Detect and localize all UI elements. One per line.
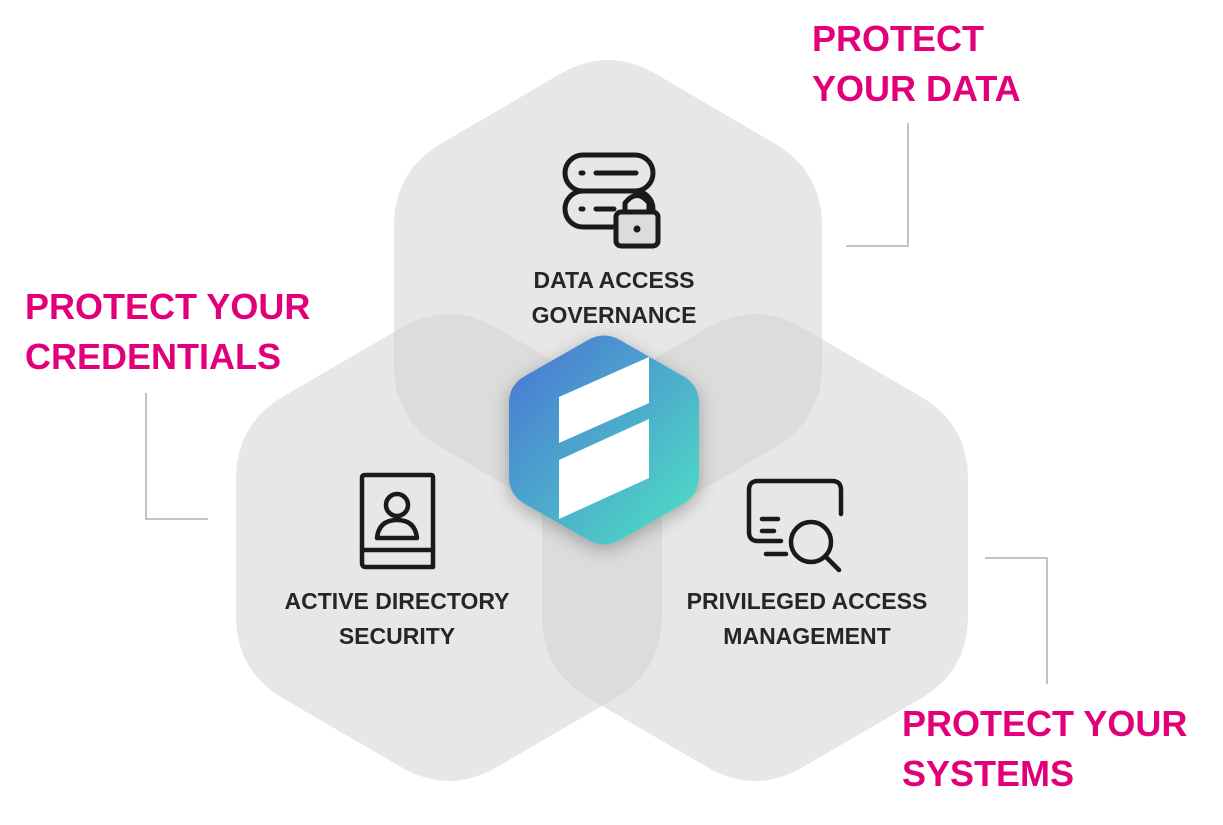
monitor-search-icon [746,478,844,573]
callout-protect-data: PROTECT YOUR DATA [812,14,1021,114]
label-data-access-line2: GOVERNANCE [531,302,697,328]
label-privileged-access-line2: MANAGEMENT [723,623,891,649]
label-privileged-access-line1: PRIVILEGED ACCESS [686,588,928,614]
leader-line-credentials [145,393,208,520]
label-privileged-access-management: PRIVILEGED ACCESS MANAGEMENT [677,584,937,654]
callout-protect-credentials-line1: PROTECT YOUR [25,286,311,327]
callout-protect-systems-line1: PROTECT YOUR [902,703,1188,744]
contact-book-icon [359,472,436,570]
callout-protect-data-line1: PROTECT [812,18,985,59]
callout-protect-systems: PROTECT YOUR SYSTEMS [902,699,1187,799]
label-active-directory-line1: ACTIVE DIRECTORY [284,588,510,614]
leader-line-systems [985,557,1048,684]
leader-lines [145,123,1048,684]
logo-mark [559,357,649,519]
label-active-directory-line2: SECURITY [338,623,456,649]
database-lock-icon [562,152,661,249]
callout-protect-data-line2: YOUR DATA [812,68,1021,109]
label-data-access-line1: DATA ACCESS [533,267,695,293]
callout-protect-credentials-line2: CREDENTIALS [25,336,282,377]
callout-protect-credentials: PROTECT YOUR CREDENTIALS [25,282,310,382]
callout-protect-systems-line2: SYSTEMS [902,753,1075,794]
label-active-directory-security: ACTIVE DIRECTORY SECURITY [272,584,522,654]
label-data-access-governance: DATA ACCESS GOVERNANCE [514,263,714,333]
leader-line-data [846,123,909,247]
